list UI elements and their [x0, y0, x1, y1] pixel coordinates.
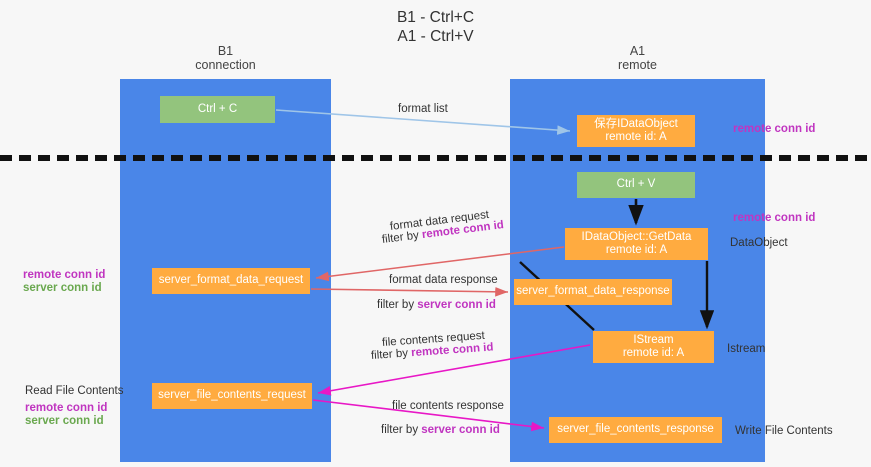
box-istream-line1: IStream — [633, 333, 674, 346]
annotation-read-file-contents: Read File Contents — [25, 385, 124, 397]
box-istream-line2: remote id: A — [622, 347, 685, 359]
annotation-remote-conn-id-mid: remote conn id — [733, 212, 816, 224]
lane-header-b1: B1 connection — [120, 44, 331, 72]
filter-key-server-conn-id: server conn id — [421, 424, 500, 436]
box-sfdresp-label: server_format_data_response — [516, 285, 670, 298]
box-istream[interactable]: IStream remote id: A — [593, 331, 714, 363]
box-sfcreq-label: server_file_contents_request — [158, 389, 306, 402]
box-server-file-contents-response[interactable]: server_file_contents_response — [549, 417, 722, 443]
title-line-1: B1 - Ctrl+C — [396, 9, 475, 26]
title-line-2: A1 - Ctrl+V — [397, 28, 474, 45]
box-server-format-data-request[interactable]: server_format_data_request — [152, 268, 310, 294]
annotation-left-server-conn-id-2: server conn id — [25, 415, 104, 427]
box-server-format-data-response[interactable]: server_format_data_response — [514, 279, 672, 305]
section-divider — [0, 155, 871, 161]
lane-header-b1-role: connection — [195, 58, 256, 72]
box-ctrl-c[interactable]: Ctrl + C — [160, 96, 275, 123]
box-ctrl-v[interactable]: Ctrl + V — [577, 172, 695, 198]
filter-prefix: filter by — [381, 229, 423, 246]
box-getdata-line2: remote id: A — [605, 244, 668, 256]
box-getdata-line1: IDataObject::GetData — [581, 230, 692, 243]
annotation-istream: Istream — [727, 343, 766, 355]
flow-label-format-data-response: format data response — [389, 274, 498, 286]
annotation-write-file-contents: Write File Contents — [735, 425, 833, 437]
filter-prefix: filter by — [370, 347, 412, 362]
diagram-title: B1 - Ctrl+C A1 - Ctrl+V — [0, 8, 871, 46]
box-server-file-contents-request[interactable]: server_file_contents_request — [152, 383, 312, 409]
annotation-left-remote-conn-id-2: remote conn id — [25, 402, 108, 414]
annotation-remote-conn-id-top: remote conn id — [733, 123, 816, 135]
annotation-dataobject: DataObject — [730, 237, 788, 249]
flow-label-format-data-response-filter: filter by server conn id — [377, 298, 496, 312]
lane-header-a1-name: A1 — [629, 44, 646, 58]
flow-label-format-list: format list — [398, 103, 448, 115]
box-sfdreq-label: server_format_data_request — [158, 274, 304, 287]
box-sfcresp-label: server_file_contents_response — [557, 423, 714, 436]
box-ctrl-c-label: Ctrl + C — [197, 102, 238, 115]
annotation-left-server-conn-id-1: server conn id — [23, 282, 102, 294]
lane-header-b1-name: B1 — [217, 44, 234, 58]
box-ctrl-v-label: Ctrl + V — [616, 178, 656, 191]
annotation-left-remote-conn-id-1: remote conn id — [23, 269, 106, 281]
filter-prefix: filter by — [377, 299, 418, 311]
filter-prefix: filter by — [381, 424, 422, 436]
lane-header-a1: A1 remote — [510, 44, 765, 72]
lane-header-a1-role: remote — [618, 58, 657, 72]
flow-label-file-contents-response: file contents response — [392, 400, 504, 412]
box-idataobject-line2: remote id: A — [605, 131, 667, 143]
box-idataobject-getdata[interactable]: IDataObject::GetData remote id: A — [565, 228, 708, 260]
box-idataobject[interactable]: 保存IDataObject remote id: A — [577, 115, 695, 147]
filter-key-server-conn-id: server conn id — [417, 299, 496, 311]
box-idataobject-line1: 保存IDataObject — [594, 117, 678, 130]
flow-label-file-contents-response-filter: filter by server conn id — [381, 423, 500, 437]
